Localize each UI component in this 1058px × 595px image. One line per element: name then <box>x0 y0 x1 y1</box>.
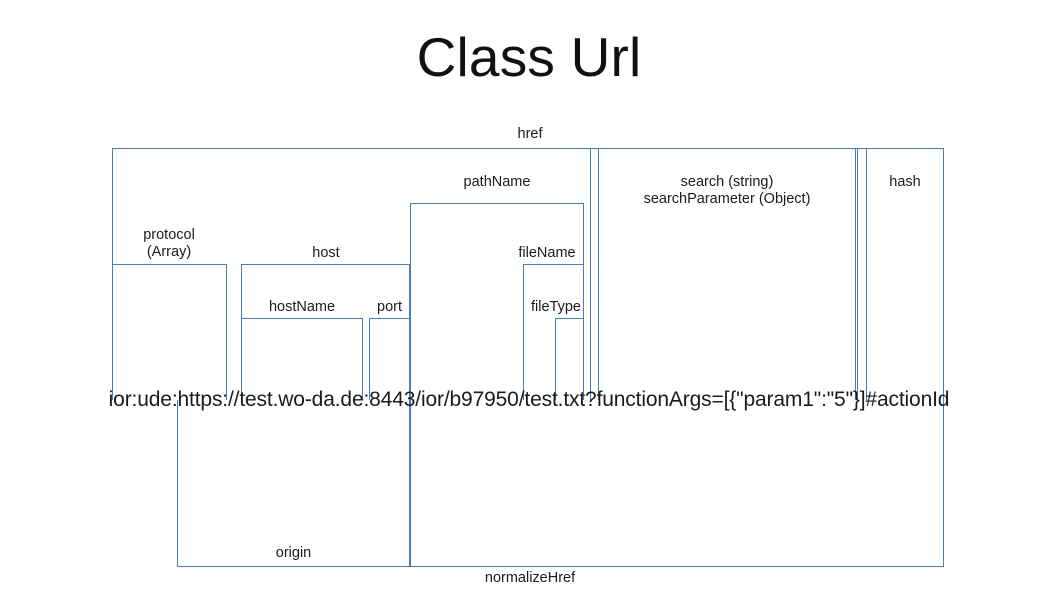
normalize-href-bracket <box>410 400 944 567</box>
label-port: port <box>377 299 402 315</box>
protocol-bracket <box>112 264 227 400</box>
label-href: href <box>517 126 543 142</box>
page-title: Class Url <box>416 26 642 88</box>
label-normalize-href: normalizeHref <box>484 570 576 586</box>
label-protocol: protocol (Array) <box>143 227 195 260</box>
port-bracket <box>369 318 410 400</box>
file-type-bracket <box>555 318 584 400</box>
hash-bracket <box>866 148 944 400</box>
label-search: search (string) searchParameter (Object) <box>643 174 811 207</box>
label-file-type: fileType <box>531 299 581 315</box>
host-name-bracket <box>241 318 363 400</box>
label-file-name: fileName <box>518 245 576 261</box>
label-host-name: hostName <box>268 299 336 315</box>
search-start-tick <box>590 148 591 400</box>
label-origin: origin <box>275 545 312 561</box>
label-hash: hash <box>889 174 921 190</box>
search-bracket <box>598 148 856 400</box>
hash-start-tick <box>857 148 858 400</box>
origin-bracket <box>177 400 410 567</box>
label-path-name: pathName <box>463 174 531 190</box>
label-host: host <box>312 245 340 261</box>
url-string: ior:ude:https://test.wo-da.de:8443/ior/b… <box>108 388 950 411</box>
